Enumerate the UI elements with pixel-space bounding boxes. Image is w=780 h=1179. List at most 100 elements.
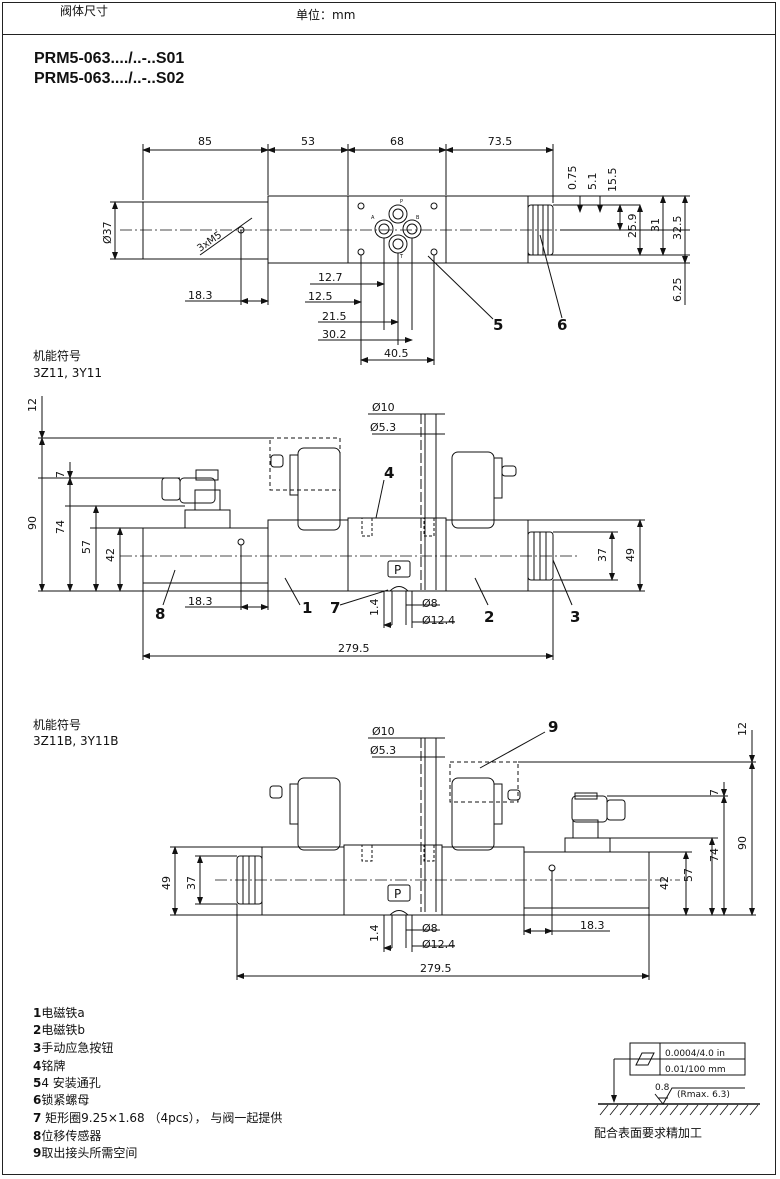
dim-label: Ø12.4 [422, 614, 455, 627]
callout-4: 4 [384, 464, 394, 482]
dim-label: 0.75 [566, 166, 579, 191]
dim-label: 49 [624, 548, 637, 562]
view3-section-codes: 3Z11B, 3Y11B [33, 734, 119, 748]
dim-label: 12 [736, 722, 749, 736]
legend-item: 8位移传感器 [33, 1129, 102, 1143]
side-view-3z11b [170, 730, 756, 980]
dim-label: 1.4 [368, 925, 381, 943]
solenoid-a [267, 519, 349, 592]
thread-label: 3xM5 [195, 230, 224, 255]
dim-label: 73.5 [488, 135, 513, 148]
callout-6: 6 [557, 316, 567, 334]
dim-label: 18.3 [188, 289, 213, 302]
sensor-body [142, 527, 269, 584]
dim-label: Ø12.4 [422, 938, 455, 951]
callout-8: 8 [155, 605, 165, 623]
dim-label: 68 [390, 135, 404, 148]
roughness-value: 0.8 [655, 1083, 670, 1093]
top-view [110, 144, 690, 365]
port-label: T [399, 254, 404, 260]
legend-item: 2电磁铁b [33, 1023, 85, 1037]
solenoid-a-body [267, 195, 349, 264]
dim-label: 15.5 [606, 168, 619, 193]
solenoid-b-body [445, 195, 529, 264]
dim-label: 12.5 [308, 290, 333, 303]
legend-item: 6锁紧螺母 [33, 1093, 90, 1107]
dim-label: 12.7 [318, 271, 343, 284]
dim-label: 21.5 [322, 310, 347, 323]
legend-item: 9取出接头所需空间 [33, 1146, 138, 1160]
dim-label: 74 [54, 520, 67, 534]
dim-label: Ø5.3 [370, 744, 396, 757]
nameplate-p: P [394, 563, 401, 577]
dim-label: 7 [54, 471, 67, 478]
dim-label: 57 [682, 868, 695, 882]
dim-label: 74 [708, 848, 721, 862]
callout-1: 1 [302, 599, 312, 617]
header-title: 阀体尺寸 [60, 4, 109, 18]
model-code-s02: PRM5-063..../..-..S02 [34, 70, 185, 87]
flatness-inch: 0.0004/4.0 in [665, 1049, 725, 1059]
dim-label: 42 [658, 876, 671, 890]
port-label: P [400, 199, 403, 205]
view2-section-label: 机能符号 [33, 349, 82, 363]
surface-finish-symbol [598, 1042, 760, 1105]
dim-label: 31 [649, 218, 662, 232]
dim-label: 5.1 [586, 173, 599, 191]
solenoid-a [261, 846, 345, 916]
port-label: B [416, 215, 420, 221]
dim-label: 30.2 [322, 328, 347, 341]
model-code-s01: PRM5-063..../..-..S01 [34, 50, 185, 67]
dim-label: 25.9 [626, 214, 639, 239]
surface-note: 配合表面要求精加工 [594, 1125, 702, 1140]
dim-label: Ø10 [372, 401, 395, 414]
callout-5: 5 [493, 316, 503, 334]
header-divider [2, 34, 776, 35]
dim-label: 40.5 [384, 347, 409, 360]
legend-item: 3手动应急按钮 [33, 1041, 114, 1055]
port-label: A [371, 215, 375, 221]
nameplate-p: P [394, 887, 401, 901]
dim-label: 53 [301, 135, 315, 148]
callout-3: 3 [570, 608, 580, 626]
dim-label: Ø37 [101, 221, 114, 244]
dim-label: 37 [596, 548, 609, 562]
dim-label: 6.25 [671, 278, 684, 303]
legend-item: 1电磁铁a [33, 1006, 85, 1020]
dim-label: 90 [26, 516, 39, 530]
callout-2: 2 [484, 608, 494, 626]
valve-body [347, 517, 447, 592]
dim-label: Ø5.3 [370, 421, 396, 434]
dim-label: 12 [26, 398, 39, 412]
dim-label: 42 [104, 548, 117, 562]
dim-label: 7 [708, 789, 721, 796]
dim-label: 279.5 [420, 962, 452, 975]
dim-label: 90 [736, 836, 749, 850]
header-unit: 单位：mm [296, 8, 356, 22]
callout-9: 9 [548, 718, 558, 736]
dim-label: 1.4 [368, 599, 381, 617]
dim-label: 49 [160, 876, 173, 890]
dim-label: 18.3 [580, 919, 605, 932]
callout-7: 7 [330, 599, 340, 617]
dim-label: 32.5 [671, 216, 684, 241]
dim-label: 85 [198, 135, 212, 148]
dim-label: 279.5 [338, 642, 370, 655]
view3-section-label: 机能符号 [33, 718, 82, 732]
dim-label: 18.3 [188, 595, 213, 608]
legend-item: 7 矩形圈9.25×1.68 （4pcs）， 与阀一起提供 [33, 1111, 283, 1125]
legend-item: 54 安装通孔 [33, 1076, 101, 1090]
dim-label: Ø8 [422, 597, 438, 610]
legend-item: 4铭牌 [33, 1059, 66, 1073]
dim-label: 37 [185, 876, 198, 890]
view2-section-codes: 3Z11, 3Y11 [33, 366, 102, 380]
solenoid-b [445, 519, 529, 592]
solenoid-b [441, 846, 525, 916]
dim-label: Ø10 [372, 725, 395, 738]
side-view-3z11 [38, 396, 645, 660]
flatness-mm: 0.01/100 mm [665, 1065, 726, 1075]
rmax-value: (Rmax. 6.3) [677, 1090, 730, 1100]
dim-label: 57 [80, 540, 93, 554]
